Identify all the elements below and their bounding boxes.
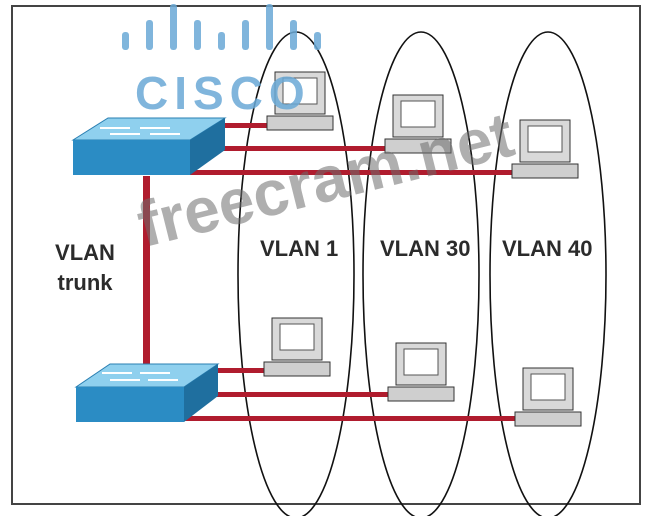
vlan30-ellipse <box>362 31 480 516</box>
trunk-cable <box>143 176 150 366</box>
cable-top-vlan1 <box>205 123 285 128</box>
computer-icon <box>387 342 455 402</box>
cable-bottom-vlan30 <box>205 392 395 397</box>
cable-top-vlan40 <box>190 170 516 175</box>
vlan-trunk-label-line1: VLAN <box>55 240 115 265</box>
computer-icon <box>511 119 579 179</box>
vlan40-label: VLAN 40 <box>502 236 593 261</box>
computer-icon <box>263 317 331 377</box>
computer-icon <box>266 71 334 131</box>
vlan-trunk-label-line2: trunk <box>57 270 113 295</box>
cisco-logo-text: CISCO <box>135 67 311 119</box>
computer-icon <box>384 94 452 154</box>
cable-bottom-vlan40 <box>185 416 515 421</box>
vlan40-ellipse <box>489 31 607 516</box>
cisco-logo-bars <box>122 4 321 50</box>
computer-icon <box>514 367 582 427</box>
switch-icon <box>71 117 227 175</box>
cable-bottom-vlan1 <box>210 368 270 373</box>
vlan-trunk-label: VLAN trunk <box>40 238 130 298</box>
cable-top-vlan30 <box>205 146 390 151</box>
switch-icon <box>74 363 220 422</box>
vlan1-label: VLAN 1 <box>260 236 339 261</box>
vlan30-label: VLAN 30 <box>380 236 471 261</box>
